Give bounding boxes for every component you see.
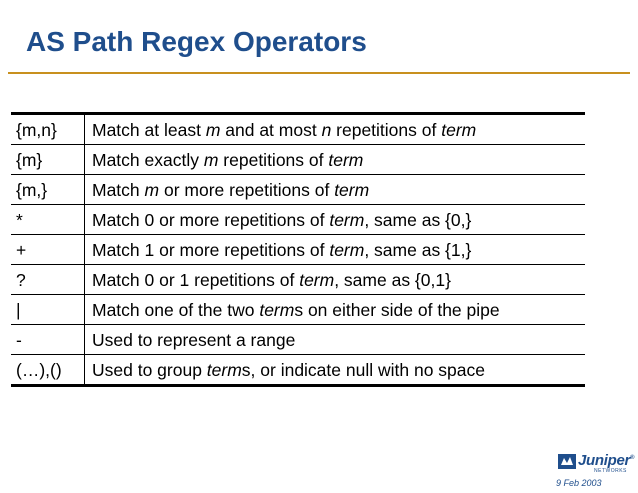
description-italic-term: term [206, 359, 242, 380]
description-italic-term: m [205, 119, 221, 140]
description-text: repetitions of [331, 119, 442, 140]
description-italic-term: n [321, 119, 332, 140]
table-row: -Used to represent a range [11, 324, 585, 355]
description-italic-term: term [299, 269, 335, 290]
juniper-logo: Juniper® NETWORKS [554, 450, 636, 490]
table-row: (…),()Used to group terms, or indicate n… [11, 354, 586, 386]
description-text: , same as {0,1} [334, 269, 451, 290]
description-cell: Match m or more repetitions of term [84, 174, 585, 205]
description-cell: Match 0 or 1 repetitions of term, same a… [84, 264, 585, 295]
operator-cell: | [11, 294, 85, 325]
description-text: Match 0 or 1 repetitions of [92, 269, 300, 290]
description-italic-term: term [328, 149, 364, 170]
logo-subtitle: NETWORKS [594, 468, 627, 474]
table-row: *Match 0 or more repetitions of term, sa… [11, 204, 585, 235]
description-text: , same as {0,} [364, 209, 472, 230]
description-text: Match at least [92, 119, 206, 140]
description-cell: Match at least m and at most n repetitio… [84, 113, 585, 145]
description-text: Match exactly [92, 149, 204, 170]
logo-wordmark: Juniper® [578, 452, 635, 469]
description-cell: Used to represent a range [84, 324, 585, 355]
description-italic-term: m [144, 179, 160, 200]
juniper-logo-icon [558, 454, 576, 469]
description-text: or more repetitions of [159, 179, 335, 200]
operator-cell: + [11, 234, 85, 265]
operator-cell: {m,n} [11, 113, 85, 145]
description-cell: Match one of the two terms on either sid… [84, 294, 585, 325]
slide-title: AS Path Regex Operators [26, 26, 367, 57]
table-row: {m,}Match m or more repetitions of term [11, 174, 585, 205]
operator-cell: {m,} [11, 174, 85, 205]
slide-date: 9 Feb 2003 [556, 478, 602, 488]
operator-cell: {m} [11, 144, 85, 175]
description-text: repetitions of [218, 149, 329, 170]
description-text: , same as {1,} [364, 239, 472, 260]
table-row: {m,n}Match at least m and at most n repe… [11, 113, 585, 145]
description-text: Used to represent a range [92, 329, 296, 350]
description-text: and at most [220, 119, 322, 140]
table-row: |Match one of the two terms on either si… [11, 294, 585, 325]
description-italic-term: term [441, 119, 477, 140]
description-italic-term: term [329, 209, 365, 230]
operator-cell: (…),() [11, 354, 85, 386]
logo-wordmark-text: Juniper [578, 452, 631, 469]
operators-table-body: {m,n}Match at least m and at most n repe… [11, 113, 586, 386]
operators-table: {m,n}Match at least m and at most n repe… [11, 112, 585, 387]
table-row: ?Match 0 or 1 repetitions of term, same … [11, 264, 585, 295]
description-italic-term: term [334, 179, 370, 200]
description-text: Match [92, 179, 145, 200]
description-text: Match 0 or more repetitions of [92, 209, 330, 230]
description-italic-term: term [329, 239, 365, 260]
description-italic-term: m [203, 149, 219, 170]
operator-cell: - [11, 324, 85, 355]
table-row: {m}Match exactly m repetitions of term [11, 144, 585, 175]
operator-cell: ? [11, 264, 85, 295]
table-row: +Match 1 or more repetitions of term, sa… [11, 234, 585, 265]
description-cell: Used to group terms, or indicate null wi… [85, 355, 586, 386]
description-italic-term: term [259, 299, 295, 320]
description-text: Used to group [92, 359, 207, 380]
title-divider [8, 72, 630, 74]
description-cell: Match exactly m repetitions of term [84, 144, 585, 175]
registered-mark: ® [630, 455, 635, 461]
description-text: Match one of the two [92, 299, 260, 320]
description-cell: Match 1 or more repetitions of term, sam… [84, 234, 585, 265]
operator-cell: * [11, 204, 85, 235]
description-text: s on either side of the pipe [294, 299, 500, 320]
description-cell: Match 0 or more repetitions of term, sam… [84, 204, 585, 235]
description-text: s, or indicate null with no space [241, 359, 485, 380]
description-text: Match 1 or more repetitions of [92, 239, 330, 260]
